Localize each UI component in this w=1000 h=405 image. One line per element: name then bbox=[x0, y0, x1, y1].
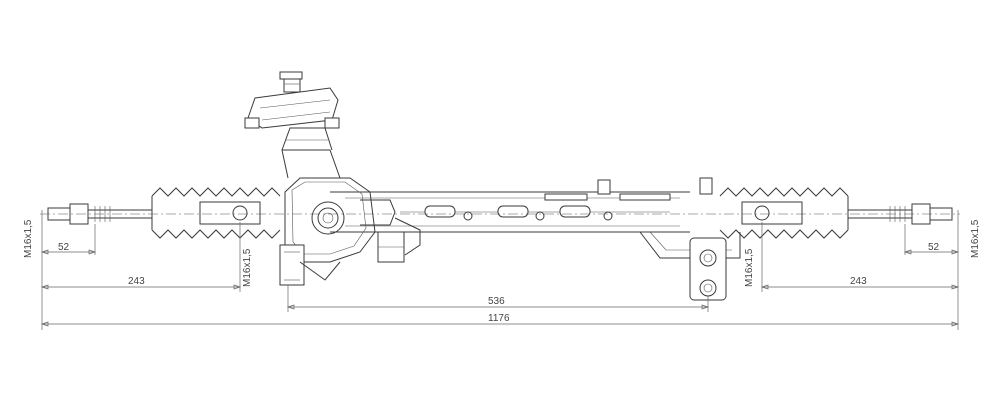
left-bellows-boot bbox=[151, 187, 281, 239]
dim-left-offset: 243 bbox=[40, 276, 242, 290]
dim-inner-span: 536 bbox=[286, 296, 710, 310]
thread-label-right-inner: M16x1,5 bbox=[744, 248, 755, 287]
thread-label-left-inner: M16x1,5 bbox=[242, 248, 253, 287]
right-tie-rod bbox=[848, 203, 953, 225]
valve-housing bbox=[279, 177, 421, 286]
dim-right-end: 52 bbox=[903, 242, 960, 255]
dim-right-offset: 243 bbox=[760, 276, 960, 290]
dim-inner-span-label: 536 bbox=[488, 296, 505, 307]
right-bellows-boot bbox=[719, 187, 849, 239]
dim-left-end: 52 bbox=[40, 242, 97, 255]
dim-overall: 1176 bbox=[40, 313, 960, 327]
thread-label-right-outer: M16x1,5 bbox=[970, 219, 981, 258]
dim-left-offset-label: 243 bbox=[128, 276, 145, 287]
dim-right-offset-label: 243 bbox=[850, 276, 867, 287]
dim-right-end-label: 52 bbox=[928, 242, 940, 253]
input-shaft-assembly bbox=[244, 71, 341, 179]
dim-overall-label: 1176 bbox=[488, 313, 510, 324]
right-port-block bbox=[689, 237, 727, 301]
dim-left-end-label: 52 bbox=[58, 242, 70, 253]
thread-label-left-outer: M16x1,5 bbox=[23, 219, 34, 258]
extension-lines bbox=[41, 210, 959, 330]
